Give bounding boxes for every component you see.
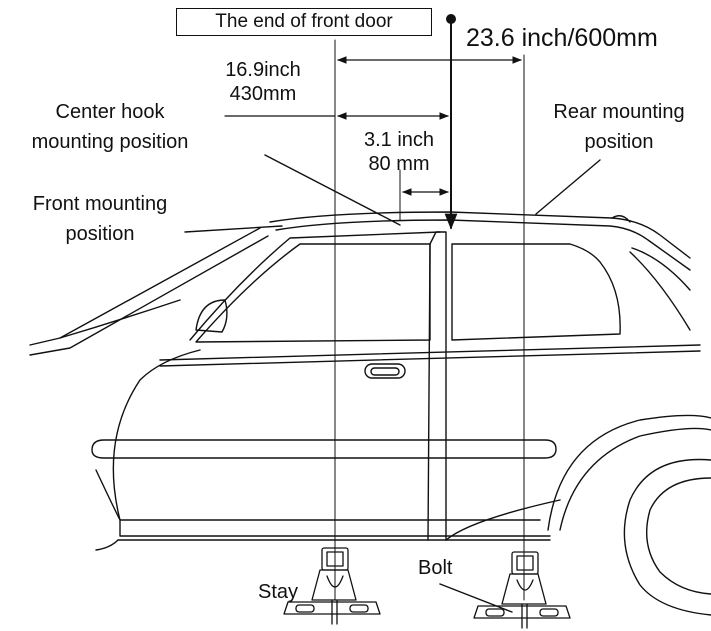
front-mounting-label-line2: position	[65, 223, 135, 245]
rear-mounting-label-line2: position	[584, 131, 654, 153]
rear-mounting-foot	[473, 551, 571, 629]
center-distance-inch-label: 3.1 inch	[363, 129, 435, 151]
stay-label: Stay	[258, 581, 299, 603]
center-distance-mm-label: 80 mm	[368, 153, 430, 175]
front-distance-mm-label: 430mm	[229, 83, 297, 105]
front-distance-inch-label: 16.9inch	[225, 59, 301, 81]
dimension-reference-lines	[334, 39, 525, 601]
center-hook-label-line1: Center hook	[55, 101, 165, 123]
leader-lines	[184, 154, 601, 613]
total-distance-label: 23.6 inch/600mm	[466, 24, 658, 52]
bolt-label: Bolt	[418, 557, 453, 579]
dimension-arrows	[224, 56, 522, 196]
end-of-front-door-label: The end of front door	[176, 8, 432, 36]
front-mounting-label-line1: Front mounting	[32, 193, 168, 215]
front-mounting-foot	[283, 547, 381, 625]
rear-mounting-label-line1: Rear mounting	[553, 101, 685, 123]
center-hook-label-line2: mounting position	[31, 131, 189, 153]
car-body	[29, 211, 711, 616]
front-door-end-marker	[444, 14, 458, 230]
